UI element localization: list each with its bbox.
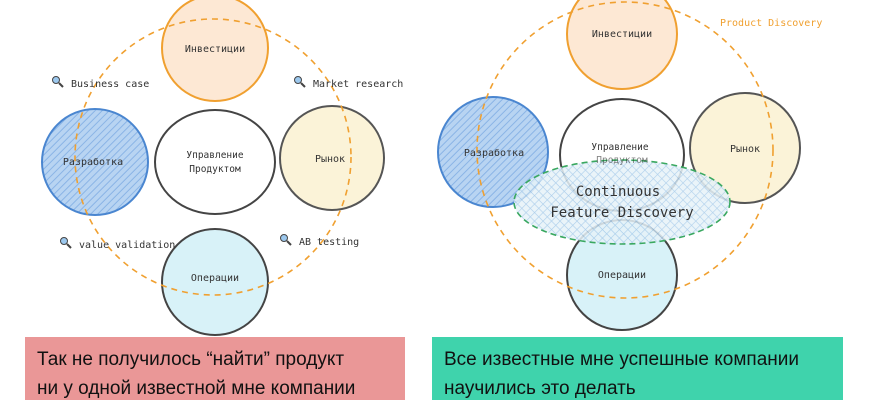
left-caption: Так не получилось “найти” продукт ни у о… [25,337,405,400]
right-caption-line-2: научились это делать [444,378,636,399]
magnifier-icon [280,234,292,246]
magnifier-icon [52,76,64,88]
right-caption: Все известные мне успешные компании науч… [432,337,843,400]
product-discovery-label: Product Discovery [720,18,822,29]
right-diagram: Product Discovery Инвестиции Разработка … [437,0,822,331]
market-circle [689,92,801,204]
development-label: Разработка [63,156,123,168]
investments-circle [566,0,678,90]
magnifier-icon [60,237,72,249]
cfd-label-2: Feature Discovery [550,205,693,221]
left-caption-line-2: ни у одной известной мне компании [37,378,356,399]
magnifier-icon [294,76,306,88]
market-research-label: Market research [313,79,403,90]
discovery-dashed-circle [74,18,352,296]
market-circle [279,105,385,211]
market-label: Рынок [315,154,345,165]
investments-circle [161,0,269,102]
right-caption-line-1: Все известные мне успешные компании [444,349,799,370]
operations-label: Операции [598,270,646,281]
development-label: Разработка [464,147,524,159]
operations-label: Операции [191,273,239,284]
investments-label: Инвестиции [185,44,245,55]
continuous-feature-discovery-ellipse [513,159,731,245]
development-circle [41,108,149,216]
development-circle [437,96,549,208]
business-case-label: Business case [71,79,149,90]
cfd-label-1: Continuous [576,184,660,200]
left-diagram: Инвестиции Разработка Управление Продукт… [41,0,403,336]
center-label-1: Управление [591,142,648,153]
center-label-2: Продуктом [189,164,241,175]
discovery-dashed-circle [476,1,774,299]
operations-circle [161,228,269,336]
investments-label: Инвестиции [592,29,652,40]
product-management-circle [154,109,276,215]
center-label-2: Продуктом [596,155,648,166]
value-validation-label: value validation [79,240,175,251]
market-label: Рынок [730,144,760,155]
left-caption-line-1: Так не получилось “найти” продукт [37,349,345,370]
ab-testing-label: AB testing [299,237,359,248]
center-label-1: Управление [186,150,243,161]
